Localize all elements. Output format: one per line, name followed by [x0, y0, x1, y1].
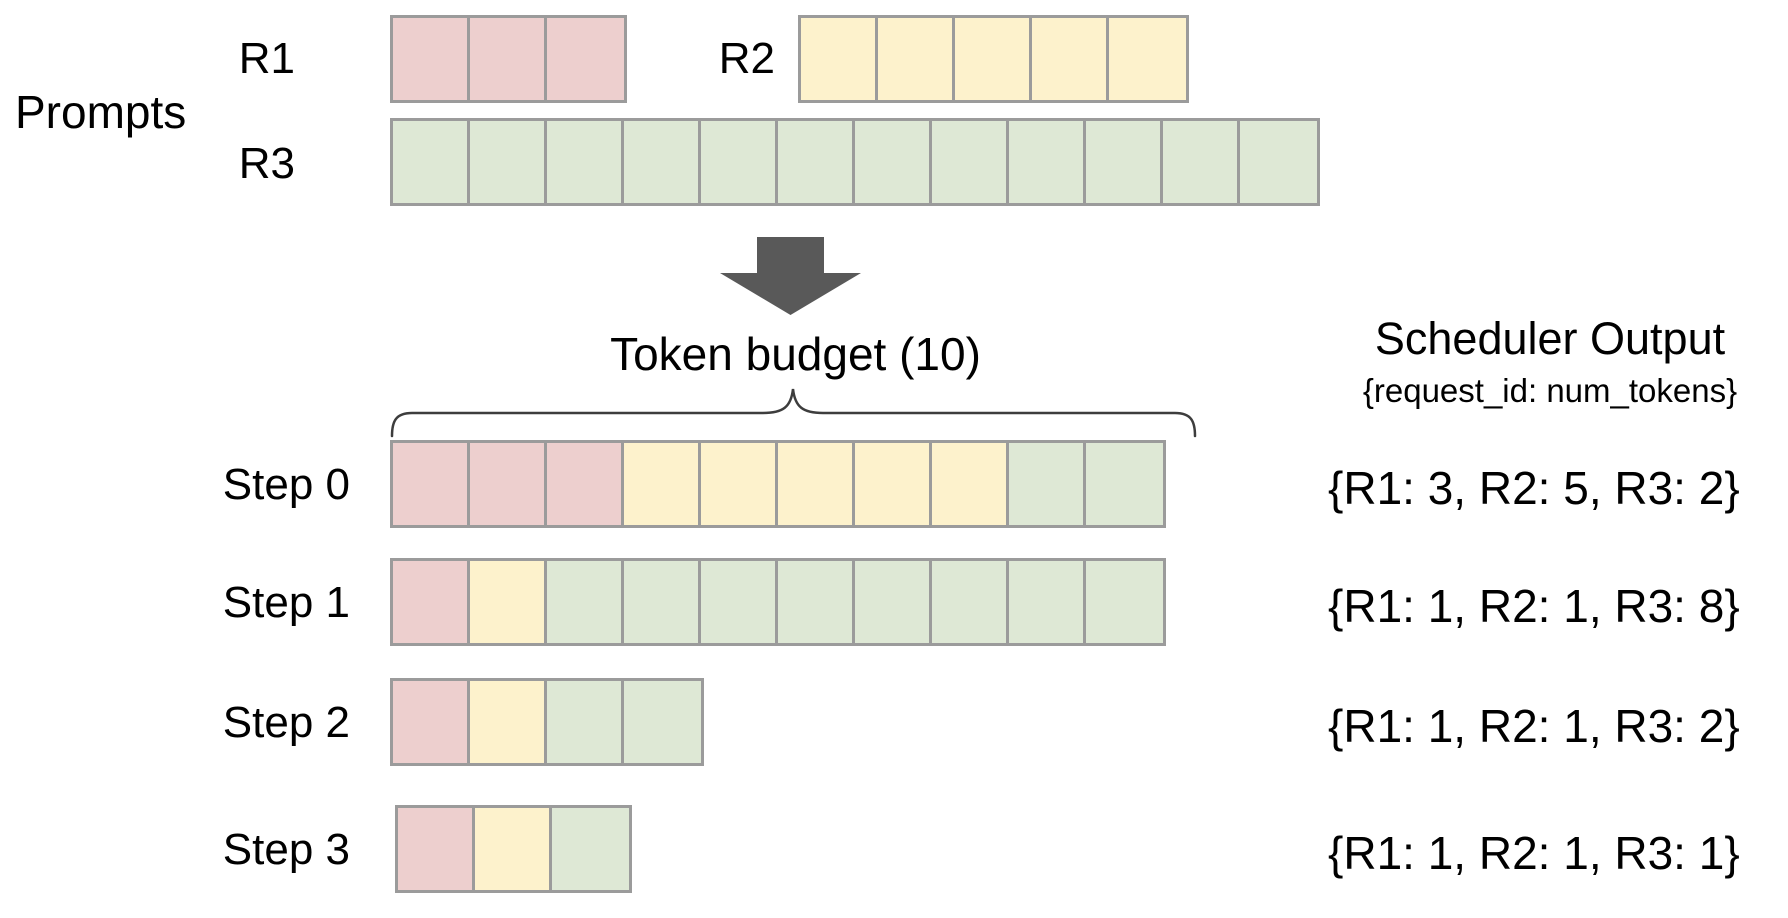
- step-label-2: Step 2: [222, 698, 350, 747]
- scheduler-output-step-0: {R1: 3, R2: 5, R3: 2}: [1328, 462, 1740, 514]
- token-cell: [398, 808, 475, 890]
- token-cell: [470, 18, 547, 100]
- token-cell: [801, 18, 878, 100]
- token-cell: [393, 561, 470, 643]
- token-row-r1: [390, 15, 627, 103]
- token-cell: [624, 443, 701, 525]
- token-cell: [1009, 561, 1086, 643]
- token-cell: [932, 443, 1009, 525]
- token-row-step-0: [390, 440, 1166, 528]
- token-cell: [955, 18, 1032, 100]
- prompt-label-r1: R1: [238, 34, 295, 83]
- prompt-label-r2: R2: [718, 34, 775, 83]
- token-cell: [1086, 561, 1163, 643]
- token-cell: [701, 121, 778, 203]
- scheduler-output-step-2: {R1: 1, R2: 1, R3: 2}: [1328, 700, 1740, 752]
- token-cell: [932, 121, 1009, 203]
- token-cell: [470, 681, 547, 763]
- token-cell: [855, 443, 932, 525]
- token-row-step-3: [395, 805, 632, 893]
- token-cell: [1163, 121, 1240, 203]
- token-cell: [1032, 18, 1109, 100]
- token-row-r3: [390, 118, 1320, 206]
- token-cell: [393, 121, 470, 203]
- token-cell: [778, 443, 855, 525]
- arrow-down-icon: [720, 237, 861, 315]
- token-cell: [855, 121, 932, 203]
- token-cell: [547, 681, 624, 763]
- token-cell: [393, 18, 470, 100]
- token-cell: [393, 681, 470, 763]
- scheduler-output-step-1: {R1: 1, R2: 1, R3: 8}: [1328, 580, 1740, 632]
- token-cell: [1009, 121, 1086, 203]
- token-cell: [552, 808, 629, 890]
- token-cell: [624, 681, 701, 763]
- token-row-step-2: [390, 678, 704, 766]
- token-row-r2: [798, 15, 1189, 103]
- token-cell: [878, 18, 955, 100]
- prompts-section-label: Prompts: [15, 86, 187, 138]
- step-label-0: Step 0: [222, 460, 350, 509]
- token-cell: [701, 561, 778, 643]
- token-cell: [547, 121, 624, 203]
- scheduler-output-step-3: {R1: 1, R2: 1, R3: 1}: [1328, 827, 1740, 879]
- token-cell: [470, 443, 547, 525]
- token-cell: [393, 443, 470, 525]
- token-cell: [624, 121, 701, 203]
- token-cell: [855, 561, 932, 643]
- prompt-label-r3: R3: [238, 139, 295, 188]
- token-budget-label: Token budget (10): [610, 328, 981, 380]
- step-label-3: Step 3: [222, 825, 350, 874]
- token-row-step-1: [390, 558, 1166, 646]
- scheduler-output-title: Scheduler Output: [1374, 313, 1726, 364]
- token-cell: [778, 121, 855, 203]
- token-cell: [1086, 121, 1163, 203]
- token-cell: [475, 808, 552, 890]
- token-cell: [1009, 443, 1086, 525]
- token-cell: [547, 18, 624, 100]
- token-cell: [624, 561, 701, 643]
- token-cell: [1086, 443, 1163, 525]
- token-cell: [701, 443, 778, 525]
- token-cell: [1109, 18, 1186, 100]
- token-cell: [470, 121, 547, 203]
- token-cell: [547, 443, 624, 525]
- token-cell: [470, 561, 547, 643]
- curly-brace: [390, 388, 1197, 438]
- scheduler-output-subtitle: {request_id: num_tokens}: [1362, 372, 1738, 409]
- token-cell: [778, 561, 855, 643]
- token-cell: [932, 561, 1009, 643]
- token-cell: [547, 561, 624, 643]
- token-cell: [1240, 121, 1317, 203]
- step-label-1: Step 1: [222, 578, 350, 627]
